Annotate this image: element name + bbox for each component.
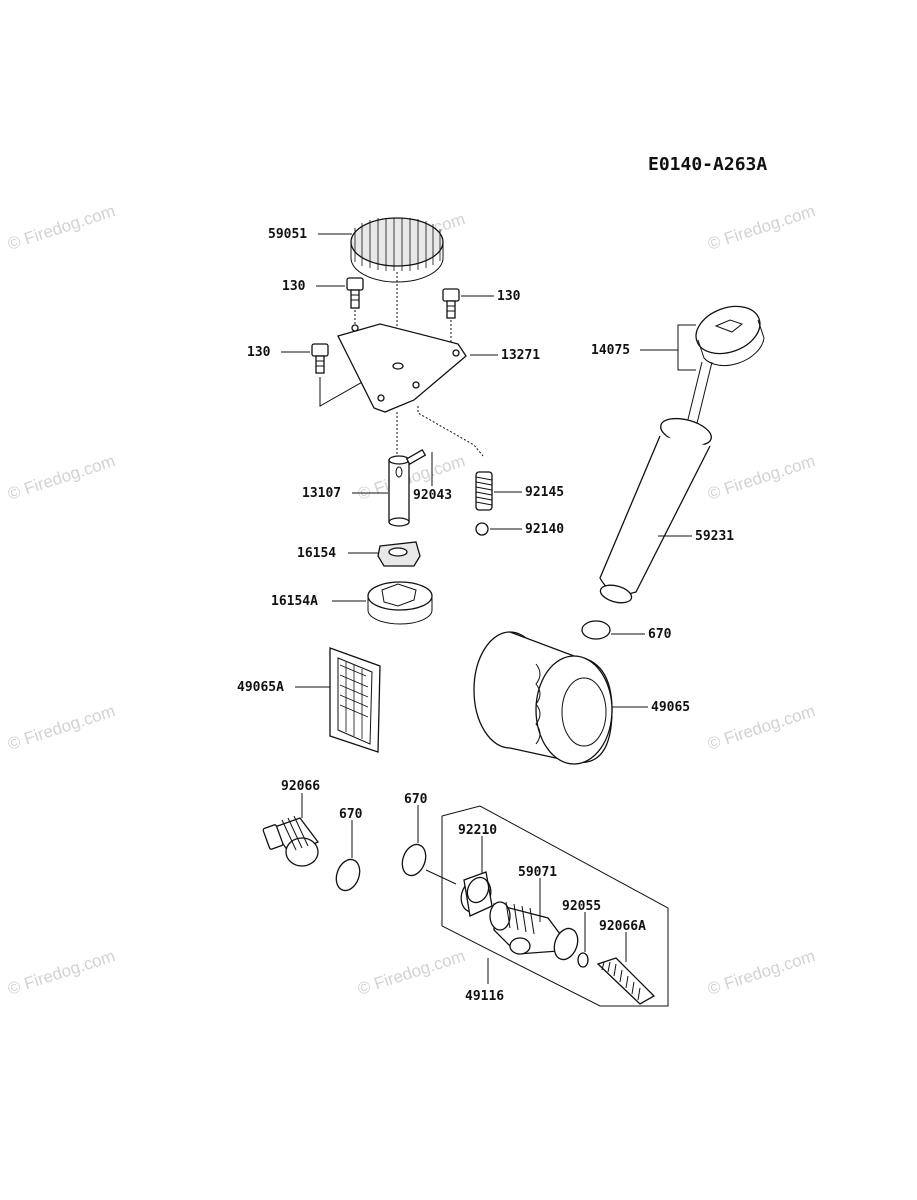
label-13107: 13107 [302, 486, 341, 501]
label-92066: 92066 [281, 779, 320, 794]
label-16154A: 16154A [271, 594, 318, 609]
plug-92066A[interactable] [596, 957, 656, 1005]
label-130-b: 130 [497, 289, 521, 304]
bolt-130-b[interactable] [442, 288, 460, 352]
watermark: © Firedog.com [705, 451, 817, 504]
shaft-13107[interactable] [388, 455, 410, 527]
group-bracket-49116 [441, 805, 669, 1007]
watermark: © Firedog.com [705, 201, 817, 254]
label-670-b: 670 [339, 807, 363, 822]
ball-92140[interactable] [475, 522, 489, 536]
rotor-16154[interactable] [377, 541, 421, 567]
spring-92145[interactable] [475, 471, 493, 511]
bolt-130-c[interactable] [311, 343, 329, 374]
label-92210: 92210 [458, 823, 497, 838]
pin-92043[interactable] [405, 449, 427, 465]
watermark: © Firedog.com [5, 701, 117, 754]
oring-670-b[interactable] [332, 856, 364, 894]
label-92043: 92043 [413, 488, 452, 503]
rotor-16154A[interactable] [367, 581, 433, 625]
bolt-130-a[interactable] [346, 277, 364, 328]
watermark: © Firedog.com [5, 201, 117, 254]
watermark: © Firedog.com [5, 946, 117, 999]
gear-59051[interactable] [350, 217, 444, 283]
label-670-a: 670 [648, 627, 672, 642]
nut-92210[interactable] [456, 871, 497, 917]
label-13271: 13271 [501, 348, 540, 363]
strainer-49065A[interactable] [329, 647, 381, 753]
label-670-c: 670 [404, 792, 428, 807]
plug-92066[interactable] [262, 815, 320, 867]
watermark: © Firedog.com [355, 946, 467, 999]
watermark: © Firedog.com [705, 946, 817, 999]
oil-filter-49065[interactable] [473, 631, 613, 765]
label-92140: 92140 [525, 522, 564, 537]
label-130-c: 130 [247, 345, 271, 360]
label-92145: 92145 [525, 485, 564, 500]
oring-670-a[interactable] [581, 620, 611, 640]
label-59051: 59051 [268, 227, 307, 242]
label-59071: 59071 [518, 865, 557, 880]
diagram-code: E0140-A263A [648, 154, 767, 175]
label-16154: 16154 [297, 546, 336, 561]
label-59231: 59231 [695, 529, 734, 544]
label-49116: 49116 [465, 989, 504, 1004]
watermark: © Firedog.com [5, 451, 117, 504]
watermark: © Firedog.com [705, 701, 817, 754]
label-14075: 14075 [591, 343, 630, 358]
oring-670-c[interactable] [398, 841, 430, 879]
label-49065: 49065 [651, 700, 690, 715]
washer-92055[interactable] [577, 952, 589, 968]
plate-13271[interactable] [337, 323, 467, 413]
label-92055: 92055 [562, 899, 601, 914]
fitting-59071[interactable] [489, 901, 582, 963]
label-49065A: 49065A [237, 680, 284, 695]
label-92066A: 92066A [599, 919, 646, 934]
label-130-a: 130 [282, 279, 306, 294]
dipstick-tube-59231[interactable] [598, 414, 714, 606]
